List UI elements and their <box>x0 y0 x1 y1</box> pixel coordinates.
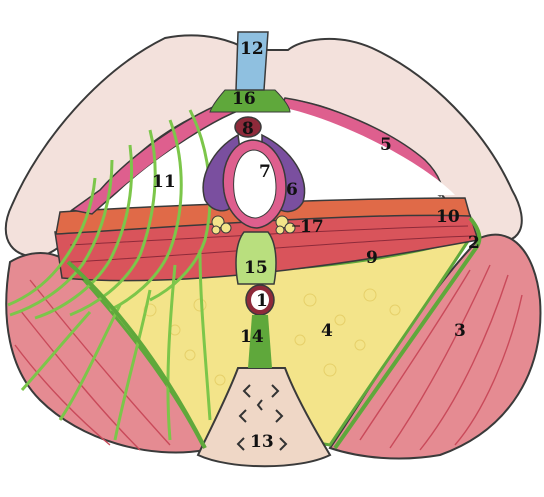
obturator-fascia-left <box>66 260 207 449</box>
label-17: 17 <box>300 217 324 237</box>
label-4: 4 <box>321 321 333 341</box>
anal-folds <box>236 384 288 451</box>
anococcygeal-ligament <box>248 315 272 368</box>
anal-canal-skin <box>196 367 332 468</box>
label-6: 6 <box>286 180 298 200</box>
perineal-membrane-center <box>209 89 291 113</box>
label-14: 14 <box>240 327 264 347</box>
urethral-orifice <box>234 116 262 138</box>
label-1: 1 <box>256 291 268 311</box>
label-7: 7 <box>259 162 271 182</box>
label-11: 11 <box>152 172 176 192</box>
label-10: 10 <box>436 207 460 227</box>
label-5: 5 <box>380 135 392 155</box>
vaginal-lumen <box>233 149 277 219</box>
label-13: 13 <box>250 432 274 452</box>
levator-ani-lines <box>7 109 212 441</box>
obturator-fascia-right <box>333 216 482 450</box>
label-8: 8 <box>242 119 254 139</box>
greater-vestibular-glands <box>211 215 296 235</box>
gluteus-right-striations <box>359 264 523 451</box>
label-12: 12 <box>240 39 264 59</box>
suspensory-ligament <box>235 31 269 91</box>
label-16: 16 <box>232 89 256 109</box>
label-9: 9 <box>366 248 378 268</box>
fat-bubbles <box>143 288 401 386</box>
anal-orifice-inner <box>251 290 269 310</box>
transverse-fibers <box>69 225 473 263</box>
label-2: 2 <box>468 233 480 253</box>
label-15: 15 <box>244 258 268 278</box>
perineal-body <box>235 231 277 285</box>
label-3: 3 <box>454 321 466 341</box>
